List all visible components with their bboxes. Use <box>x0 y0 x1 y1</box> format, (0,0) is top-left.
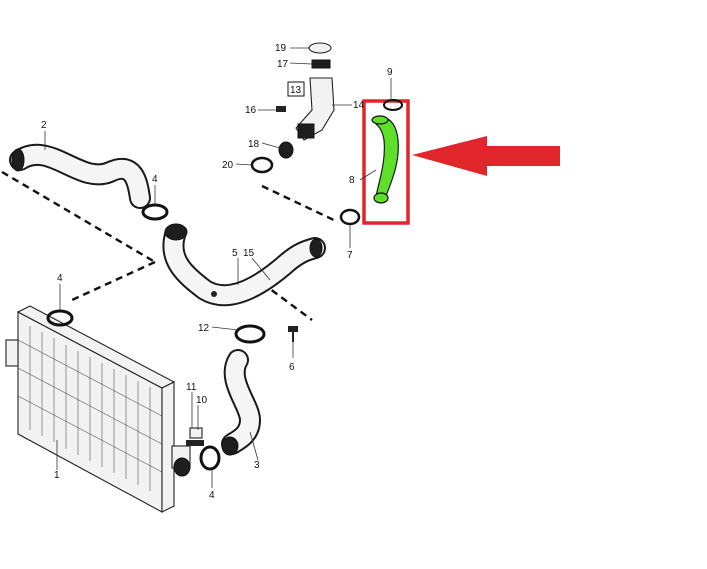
bolt-6 <box>288 326 298 342</box>
label-part-15: 15 <box>243 248 255 259</box>
hose-3 <box>221 349 262 456</box>
part-18-seal <box>278 141 294 159</box>
cooler-side-face <box>161 381 175 513</box>
label-part-8: 8 <box>349 175 355 186</box>
part-19-cap <box>308 42 332 54</box>
clamp-7 <box>339 208 361 226</box>
charge-air-cooler <box>5 305 191 513</box>
part-labels: 2 4 4 5 15 6 7 8 9 10 11 12 13 14 16 17 … <box>41 43 393 501</box>
label-part-14: 14 <box>353 100 365 111</box>
label-part-16: 16 <box>245 105 257 116</box>
arrow-shape <box>412 136 560 176</box>
clamp-4-upper <box>141 203 169 221</box>
part-17-seal <box>311 59 331 69</box>
clamp-4-lower <box>199 445 221 471</box>
label-part-13: 13 <box>290 85 302 96</box>
dashed-line-throttle <box>261 184 339 224</box>
cooler-fins <box>17 326 163 491</box>
pipe-5-end-right <box>309 238 323 258</box>
label-part-6: 6 <box>289 362 295 373</box>
label-part-9: 9 <box>387 67 393 78</box>
dashed-guides <box>1 170 339 321</box>
hose-8-body <box>373 117 399 197</box>
label-part-2: 2 <box>41 120 47 131</box>
clamp-4-left <box>46 309 74 327</box>
leader-lines <box>44 47 392 488</box>
pipe-5-15 <box>162 223 326 307</box>
cooler-outlet-port <box>173 457 191 477</box>
hose-8-highlighted <box>362 99 410 225</box>
label-part-5: 5 <box>232 248 238 259</box>
cooler-left-bracket <box>5 339 19 367</box>
dashed-line-pipe-right <box>261 282 313 321</box>
clamp-12 <box>234 324 266 344</box>
label-part-4-left: 4 <box>57 273 63 284</box>
part-16-bolt <box>276 106 286 112</box>
label-part-19: 19 <box>275 43 287 54</box>
pipe-5-end-left <box>164 223 188 241</box>
red-arrow <box>412 136 560 176</box>
part-20-clamp <box>250 156 274 174</box>
label-part-13-box <box>287 81 305 97</box>
label-part-1: 1 <box>54 470 60 481</box>
part-9-clamp <box>383 99 403 111</box>
label-part-4-lower: 4 <box>209 490 215 501</box>
dashed-line-radiator-left <box>1 170 156 264</box>
bracket-10-11 <box>186 427 204 446</box>
label-part-17: 17 <box>277 59 289 70</box>
label-part-7: 7 <box>347 250 353 261</box>
hose-3-end <box>221 436 239 456</box>
hose-2 <box>9 143 151 209</box>
label-part-20: 20 <box>222 160 234 171</box>
pipe-5-bolt <box>211 291 217 297</box>
throttle-housing-14 <box>250 42 335 174</box>
label-part-4-upper: 4 <box>152 174 158 185</box>
label-part-12: 12 <box>198 323 210 334</box>
label-part-3: 3 <box>254 460 260 471</box>
label-part-10: 10 <box>196 395 208 406</box>
label-part-18: 18 <box>248 139 260 150</box>
label-part-11: 11 <box>186 382 197 393</box>
dashed-line-radiator-down <box>71 260 156 302</box>
throttle-outlet <box>297 123 315 139</box>
hose-2-end <box>11 148 25 172</box>
